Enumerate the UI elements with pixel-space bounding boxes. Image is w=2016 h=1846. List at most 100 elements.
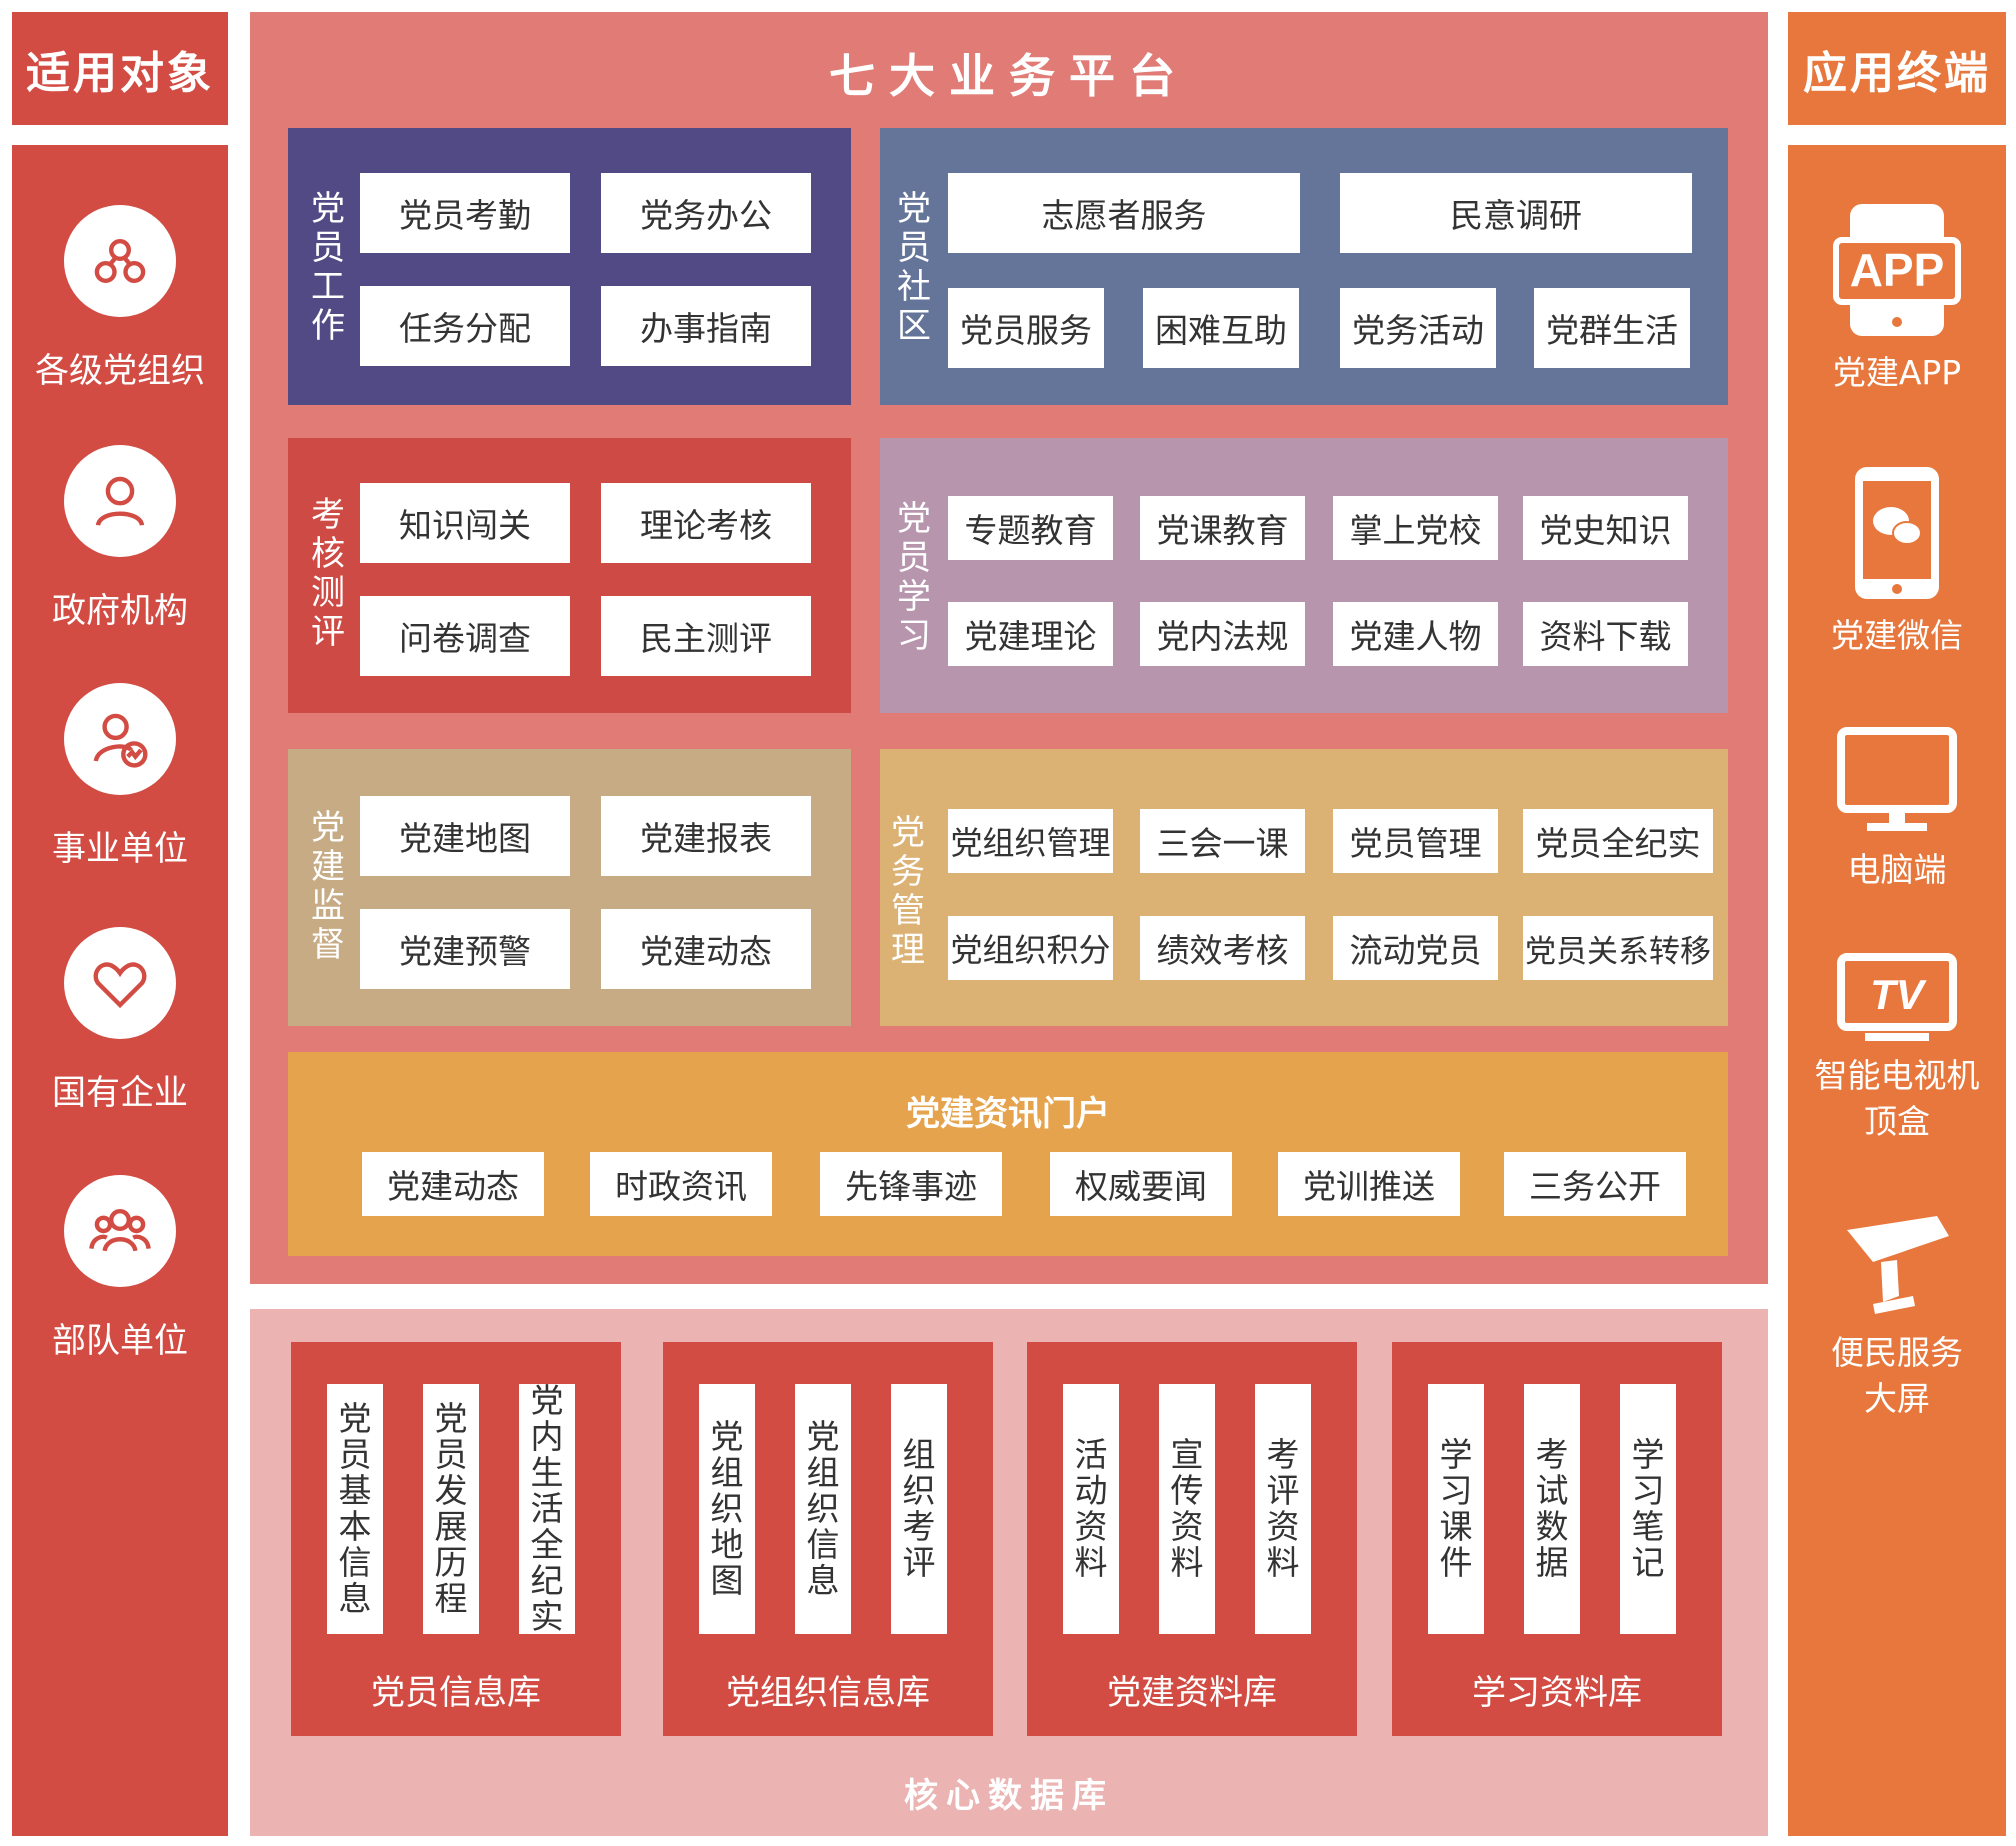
monitor-icon bbox=[1837, 727, 1957, 837]
db-member-info: 党员基本信息 党员发展历程 党内生活全纪实 党员信息库 bbox=[291, 1342, 621, 1736]
audience-label: 政府机构 bbox=[52, 591, 188, 631]
item-button[interactable]: 绩效考核 bbox=[1140, 916, 1305, 980]
terminal-item-kiosk: 便民服务 大屏 bbox=[1788, 1210, 2006, 1422]
db-label: 党员信息库 bbox=[371, 1673, 541, 1713]
group-icon bbox=[64, 1175, 176, 1287]
terminal-item-wechat: 党建微信 bbox=[1788, 463, 2006, 659]
item-button[interactable]: 三务公开 bbox=[1504, 1152, 1686, 1216]
item-button[interactable]: 党建人物 bbox=[1333, 602, 1498, 666]
db-item[interactable]: 党员基本信息 bbox=[327, 1384, 383, 1634]
item-button[interactable]: 党史知识 bbox=[1523, 496, 1688, 560]
item-button[interactable]: 党员全纪实 bbox=[1523, 809, 1713, 873]
item-button[interactable]: 三会一课 bbox=[1140, 809, 1305, 873]
item-button[interactable]: 理论考核 bbox=[601, 483, 811, 563]
item-button[interactable]: 任务分配 bbox=[360, 286, 570, 366]
svg-text:TV: TV bbox=[1870, 971, 1927, 1018]
block-label: 考核测评 bbox=[311, 495, 345, 652]
item-button[interactable]: 党建地图 bbox=[360, 796, 570, 876]
block-label: 党员工作 bbox=[311, 189, 345, 346]
terminal-column: APP 党建APP 党建微信 电脑端 bbox=[1788, 145, 2006, 1836]
item-button[interactable]: 党员管理 bbox=[1333, 809, 1498, 873]
block-supervision: 党建监督 党建地图 党建报表 党建预警 党建动态 bbox=[288, 749, 851, 1026]
terminal-item-tv: TV 智能电视机 顶盒 bbox=[1788, 953, 2006, 1145]
terminal-label: 党建APP bbox=[1832, 353, 1962, 392]
item-button[interactable]: 党课教育 bbox=[1140, 496, 1305, 560]
block-member-study: 党员学习 专题教育 党课教育 掌上党校 党史知识 党建理论 党内法规 党建人物 … bbox=[880, 438, 1728, 713]
item-button[interactable]: 党训推送 bbox=[1278, 1152, 1460, 1216]
item-button[interactable]: 党建报表 bbox=[601, 796, 811, 876]
item-button[interactable]: 民意调研 bbox=[1340, 173, 1692, 253]
item-button[interactable]: 党群生活 bbox=[1534, 288, 1690, 368]
item-button[interactable]: 党内法规 bbox=[1140, 602, 1305, 666]
db-item[interactable]: 组织考评 bbox=[891, 1384, 947, 1634]
audience-item-state-enterprise: 国有企业 bbox=[12, 927, 228, 1114]
terminal-item-app: APP 党建APP bbox=[1788, 200, 2006, 396]
item-button[interactable]: 党建理论 bbox=[948, 602, 1113, 666]
item-button[interactable]: 权威要闻 bbox=[1050, 1152, 1232, 1216]
item-button[interactable]: 党组织管理 bbox=[948, 809, 1113, 873]
db-study-materials: 学习课件 考试数据 学习笔记 学习资料库 bbox=[1392, 1342, 1722, 1736]
core-title: 核心数据库 bbox=[904, 1776, 1114, 1816]
terminal-item-pc: 电脑端 bbox=[1788, 727, 2006, 893]
db-org-info: 党组织地图 党组织信息 组织考评 党组织信息库 bbox=[663, 1342, 993, 1736]
item-button[interactable]: 党员考勤 bbox=[360, 173, 570, 253]
db-item[interactable]: 考评资料 bbox=[1255, 1384, 1311, 1634]
item-button[interactable]: 党建动态 bbox=[362, 1152, 544, 1216]
db-label: 党建资料库 bbox=[1107, 1673, 1277, 1713]
kiosk-icon bbox=[1837, 1210, 1957, 1320]
db-party-materials: 活动资料 宣传资料 考评资料 党建资料库 bbox=[1027, 1342, 1357, 1736]
item-button[interactable]: 资料下载 bbox=[1523, 602, 1688, 666]
block-affairs-management: 党务管理 党组织管理 三会一课 党员管理 党员全纪实 党组织积分 绩效考核 流动… bbox=[880, 749, 1728, 1026]
audience-column: 各级党组织 政府机构 事业单位 国有企业 bbox=[12, 145, 228, 1836]
tv-icon: TV bbox=[1837, 953, 1957, 1043]
item-button[interactable]: 党员服务 bbox=[948, 288, 1104, 368]
db-item[interactable]: 党组织信息 bbox=[795, 1384, 851, 1634]
item-button[interactable]: 党员关系转移 bbox=[1523, 916, 1713, 980]
db-label: 学习资料库 bbox=[1472, 1673, 1642, 1713]
audience-item-government: 政府机构 bbox=[12, 445, 228, 632]
item-button[interactable]: 困难互助 bbox=[1143, 288, 1299, 368]
block-label: 党务管理 bbox=[891, 813, 925, 970]
svg-text:APP: APP bbox=[1850, 244, 1945, 296]
terminal-label: 党建微信 bbox=[1831, 616, 1963, 655]
audience-item-institution: 事业单位 bbox=[12, 683, 228, 870]
terminal-label: 智能电视机 顶盒 bbox=[1814, 1056, 1980, 1141]
terminal-label: 便民服务 大屏 bbox=[1831, 1333, 1963, 1418]
org-network-icon bbox=[64, 205, 176, 317]
db-item[interactable]: 学习笔记 bbox=[1620, 1384, 1676, 1634]
block-assessment: 考核测评 知识闯关 理论考核 问卷调查 民主测评 bbox=[288, 438, 851, 713]
audience-item-military: 部队单位 bbox=[12, 1175, 228, 1362]
heart-icon bbox=[64, 927, 176, 1039]
app-icon: APP bbox=[1832, 200, 1962, 340]
audience-label: 事业单位 bbox=[52, 829, 188, 869]
item-button[interactable]: 办事指南 bbox=[601, 286, 811, 366]
audience-header: 适用对象 bbox=[12, 12, 228, 125]
db-item[interactable]: 党员发展历程 bbox=[423, 1384, 479, 1634]
terminal-label: 电脑端 bbox=[1847, 850, 1947, 889]
portal-title: 党建资讯门户 bbox=[906, 1094, 1110, 1134]
item-button[interactable]: 专题教育 bbox=[948, 496, 1113, 560]
item-button[interactable]: 党建动态 bbox=[601, 909, 811, 989]
wechat-phone-icon bbox=[1847, 463, 1947, 603]
db-item[interactable]: 党内生活全纪实 bbox=[519, 1383, 575, 1635]
audience-label: 部队单位 bbox=[52, 1321, 188, 1361]
db-item[interactable]: 宣传资料 bbox=[1159, 1384, 1215, 1634]
item-button[interactable]: 党务活动 bbox=[1340, 288, 1496, 368]
item-button[interactable]: 掌上党校 bbox=[1333, 496, 1498, 560]
db-item[interactable]: 党组织地图 bbox=[699, 1384, 755, 1634]
item-button[interactable]: 流动党员 bbox=[1333, 916, 1498, 980]
db-item[interactable]: 考试数据 bbox=[1524, 1384, 1580, 1634]
item-button[interactable]: 民主测评 bbox=[601, 596, 811, 676]
item-button[interactable]: 党务办公 bbox=[601, 173, 811, 253]
block-news-portal: 党建资讯门户 党建动态 时政资讯 先锋事迹 权威要闻 党训推送 三务公开 bbox=[288, 1052, 1728, 1256]
item-button[interactable]: 时政资讯 bbox=[590, 1152, 772, 1216]
item-button[interactable]: 志愿者服务 bbox=[948, 173, 1300, 253]
item-button[interactable]: 知识闯关 bbox=[360, 483, 570, 563]
db-item[interactable]: 活动资料 bbox=[1063, 1384, 1119, 1634]
item-button[interactable]: 党建预警 bbox=[360, 909, 570, 989]
item-button[interactable]: 先锋事迹 bbox=[820, 1152, 1002, 1216]
person-chart-icon bbox=[64, 683, 176, 795]
db-item[interactable]: 学习课件 bbox=[1428, 1384, 1484, 1634]
item-button[interactable]: 党组织积分 bbox=[948, 916, 1113, 980]
item-button[interactable]: 问卷调查 bbox=[360, 596, 570, 676]
